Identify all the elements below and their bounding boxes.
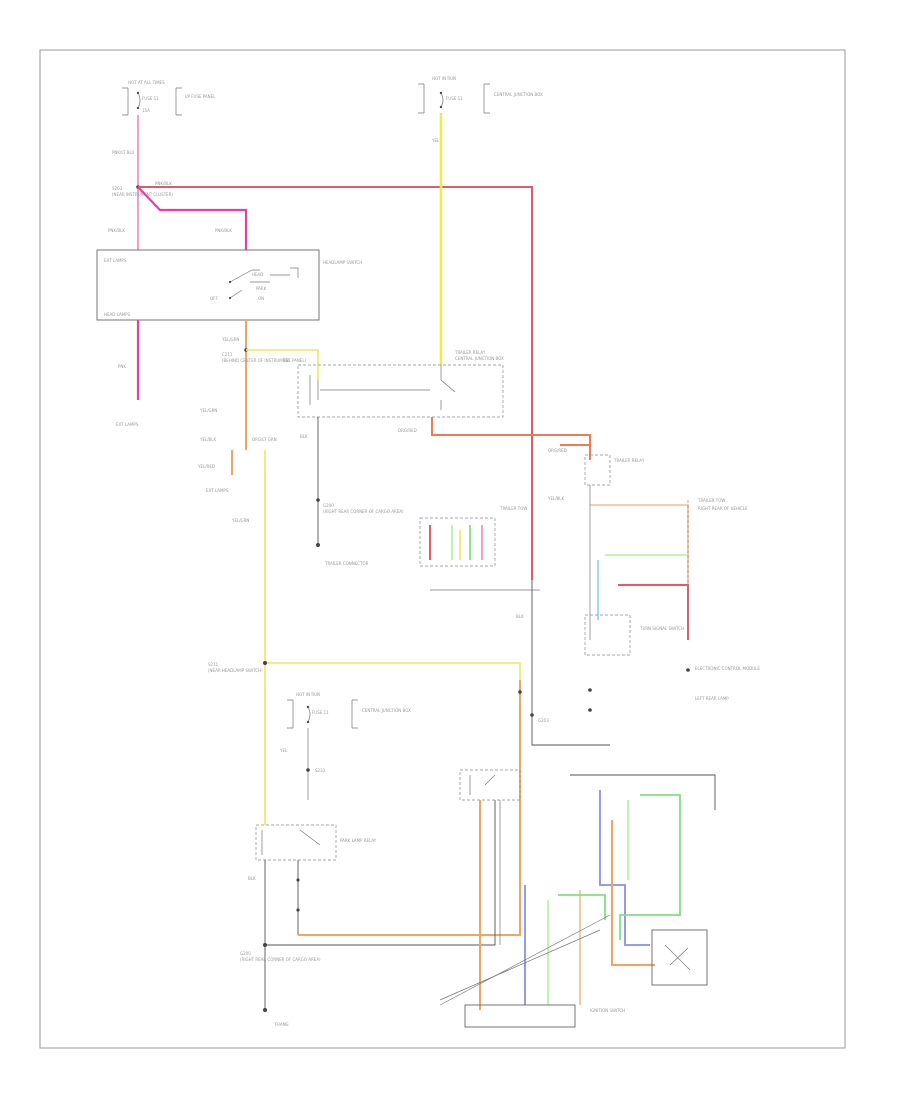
- trailer-connector: TRAILER TOW: [419, 506, 540, 591]
- label-splice-mid-note: (NEAR HEADLAMP SWITCH): [208, 668, 263, 673]
- diagram-frame: [39, 49, 846, 1049]
- label-g-bottom-note: (RIGHT REAR CORNER OF CARGO AREA): [240, 957, 321, 962]
- trailer-relay-top: TRAILER RELAY CENTRAL JUNCTION BOX YEL: [282, 350, 504, 418]
- label-wire-org-red: ORG/RED: [398, 428, 417, 433]
- label-switch-on: ON: [258, 296, 264, 301]
- fuse-block-center: HOT IN RUN FUSE 11 CENTRAL JUNCTION BOX: [418, 76, 543, 114]
- label-splice-top: S203: [112, 186, 123, 191]
- label-g-bottom: G200: [240, 951, 251, 956]
- label-lamp-rr: LEFT REAR LAMP: [695, 696, 729, 701]
- fuse-block-left: HOT AT ALL TIMES FUSE 11 15A I/P FUSE PA…: [122, 80, 216, 116]
- label-splice-top-note: (NEAR INSTRUMENT CLUSTER): [112, 192, 173, 197]
- park-lamp-relay: PARK LAMP RELAY: [255, 824, 377, 861]
- label-battery-box: HOT AT ALL TIMES: [128, 80, 165, 85]
- label-fuse-b: FUSE 11: [446, 96, 463, 101]
- label-wire-pnk-bk-3: PNK/BLK: [215, 228, 232, 233]
- label-g-left: G200: [323, 503, 334, 508]
- label-g-left-note: (RIGHT REAR CORNER OF CARGO AREA): [323, 509, 404, 514]
- label-switch-box-left: EXT LAMPS: [104, 258, 127, 263]
- label-park-relay: PARK LAMP RELAY: [340, 838, 377, 843]
- label-fuse-c: FUSE 11: [312, 710, 329, 715]
- fuse-block-mid: HOT IN RUN FUSE 11 CENTRAL JUNCTION BOX: [287, 692, 411, 729]
- label-fuse-a-amp: 15A: [142, 108, 150, 113]
- label-elec-control: ELECTRONIC CONTROL MODULE: [695, 666, 760, 671]
- label-wire-yel-2: YEL: [431, 138, 440, 143]
- wire-orangered-right: [431, 417, 591, 460]
- wire-orange-mid: [420, 680, 521, 936]
- right-relay-block: TRAILER RELAY ORG/RED YEL/BLK TRAILER TO…: [547, 444, 760, 701]
- label-splice-mid: S211: [208, 662, 219, 667]
- wire-red-top: [138, 186, 533, 580]
- wire-yellow-relay: [246, 349, 319, 380]
- bottom-right-cluster: IGNITION SWITCH: [439, 769, 716, 1028]
- label-wire-yel-3: YEL: [282, 358, 291, 363]
- label-ignition: IGNITION SWITCH: [590, 1008, 625, 1013]
- label-wire-ylw-rd: YEL/RED: [197, 464, 215, 469]
- headlamp-switch-box: EXT LAMPS HEADLAMP SWITCH HEAD LAMPS OFF…: [96, 249, 362, 321]
- label-splice-s: S233: [315, 768, 326, 773]
- wire-black-right: [531, 580, 610, 746]
- wire-yellow-horizontal: [265, 662, 521, 680]
- label-hot-run: HOT IN RUN: [432, 76, 456, 81]
- label-wire-yel-grn-2: YEL/GRN: [199, 408, 217, 413]
- label-fuse-a: FUSE 11: [142, 96, 159, 101]
- label-c-left: C211: [222, 352, 233, 357]
- label-switch-box-bottom: HEAD LAMPS: [104, 312, 131, 317]
- label-wire-pnk-bk-2: PNK/BLK: [108, 228, 125, 233]
- label-wire-org-lg: ORG/LT GRN: [252, 437, 277, 442]
- label-wire-yel-grn: YEL/GRN: [221, 337, 239, 342]
- label-blk-1: BLK: [300, 434, 308, 439]
- label-switch-box-name: HEADLAMP SWITCH: [323, 260, 362, 265]
- label-relay-top: TRAILER RELAY: [454, 350, 486, 355]
- label-hot-run-2: HOT IN RUN: [296, 692, 320, 697]
- label-ext-lamps-2: EXT LAMPS: [206, 488, 229, 493]
- label-trailer-relay-2: TRAILER RELAY: [613, 458, 645, 463]
- label-wire-yel-grn-3: YEL/GRN: [231, 518, 249, 523]
- label-blk-3: BLK: [248, 876, 256, 881]
- label-wire-blk-2: BLK: [516, 614, 524, 619]
- label-right-trailer: TRAILER TOW: [697, 498, 725, 503]
- label-relay-top-note: CENTRAL JUNCTION BOX: [455, 356, 504, 361]
- label-right-trailer-note: RIGHT REAR OF VEHICLE: [698, 506, 748, 511]
- label-trailer-conn: TRAILER CONNECTOR: [324, 561, 369, 566]
- label-fuse-b-note: CENTRAL JUNCTION BOX: [494, 92, 543, 97]
- label-frame: FRAME: [275, 1022, 289, 1027]
- label-wire-yel-4: YEL: [279, 748, 288, 753]
- label-fuse-c-note: CENTRAL JUNCTION BOX: [362, 708, 411, 713]
- label-wire-ylw-blk: YEL/BLK: [199, 437, 217, 442]
- wire-magenta-branch: [137, 186, 248, 250]
- label-trailer-ref: TRAILER TOW: [499, 506, 527, 511]
- label-ext-lamps-1: EXT LAMPS: [116, 422, 139, 427]
- label-wire-org-red-2: ORG/RED: [548, 448, 567, 453]
- label-wire-pnk-lb: PNK/LT BLU: [112, 150, 135, 155]
- label-switch-park: PARK: [256, 286, 267, 291]
- label-fuse-a-note: I/P FUSE PANEL: [185, 94, 216, 99]
- label-wire-pnk: PNK: [118, 364, 126, 369]
- label-c-left-note: (BEHIND CENTER OF INSTRUMENT PANEL): [222, 358, 307, 363]
- label-turn-sig: TURN SIGNAL SWITCH: [639, 626, 684, 631]
- label-switch-head: HEAD: [252, 272, 263, 277]
- wire-black-bottom-run: [265, 800, 496, 946]
- label-wire-pnk-bk: PNK/BLK: [155, 181, 172, 186]
- label-g-mid: G203: [538, 718, 549, 723]
- label-switch-off: OFF: [210, 296, 218, 301]
- label-wire-yel-blk-2: YEL/BLK: [547, 496, 565, 501]
